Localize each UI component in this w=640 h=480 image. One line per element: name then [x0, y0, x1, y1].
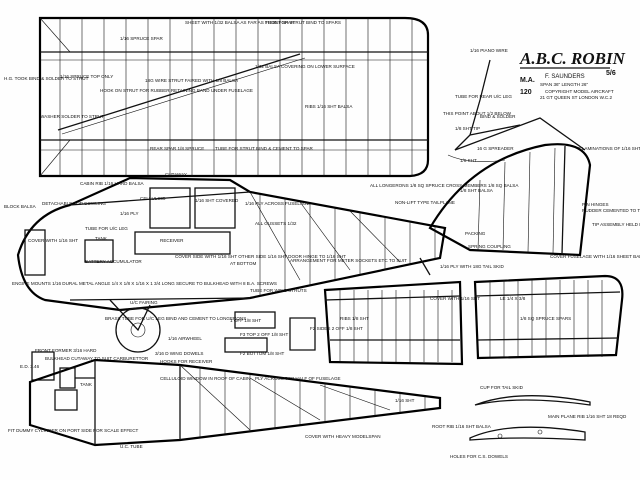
annotation-label: AT BOTTOM: [230, 261, 256, 266]
annotation-label: 3/16 D WING DOWELS: [155, 351, 204, 356]
annotation-label: 1/16 SHT: [395, 398, 415, 403]
annotation-label: COVER FUSELAGE WITH 1/16 SHEET BALSA: [550, 254, 640, 259]
annotation-label: RIBS 1/8 SHT: [340, 316, 369, 321]
annotation-label: COVER WITH HEAVY MODELSPAN: [305, 434, 381, 439]
annotation-label: TUBE FOR WING STRUTS: [250, 288, 307, 293]
designer-name: F. SAUNDERS: [545, 74, 585, 80]
annotation-label: WASHER SOLDER TO STRUT: [40, 114, 104, 119]
rib-templates: [469, 395, 591, 441]
annotation-label: TUBE FOR STRUT BIND TO SPARS: [265, 20, 341, 25]
annotation-label: F2 SIDES 2 OFF 1/8 SHT: [310, 326, 363, 331]
annotation-label: F2 BOTTOM 1/8 SHT: [240, 351, 285, 356]
rudder-fin: [428, 143, 592, 257]
annotation-label: COVER SIDE WITH 1/16 SHT OTHER SIDE 1/16…: [175, 254, 346, 259]
annotation-label: HOLES FOR C.S. DOWELS: [450, 454, 508, 459]
annotation-label: 1/16 PLY: [120, 211, 139, 216]
annotation-label: REAR SPAR 1/8 SPRUCE: [150, 146, 204, 151]
annotation-label: 1/16 AIRWHEEL: [168, 336, 202, 341]
annotation-label: BULKHEAD CUTAWAY TO SUIT CARBURETTOR: [45, 356, 149, 361]
annotation-label: ROOT RIB 1/16 SHT BALSA: [432, 424, 492, 429]
span-length: SPAN 36" LENGTH 26": [540, 82, 588, 87]
annotation-label: TANK: [80, 382, 93, 387]
annotation-label: SHEET WITH 1/32 BALSA AS FAR AS FRONT SP…: [185, 20, 295, 25]
annotation-label: CUP FOR TAIL SKID: [480, 385, 524, 390]
annotation-label: PIN HINGES: [582, 202, 609, 207]
annotation-label: 1/16 PLY WITH 18G TAIL SKID: [440, 264, 505, 269]
annotation-label: F3 TOP 2 OFF 1/8 SHT: [240, 332, 288, 337]
annotation-label: NON-LIFT TYPE TAILPLANE: [395, 200, 455, 205]
annotation-label: MAIN PLANE RIB 1/16 SHT 18 REQD: [548, 414, 627, 419]
annotation-label: ALL GUSSETS 1/32: [255, 221, 297, 226]
annotation-label: HOOK ON STRUT FOR RUBBER RETAINING BAND …: [100, 88, 253, 93]
annotation-label: THIS POINT ABOUT 1/2 BELOW: [443, 111, 512, 116]
tailplane-plan: [323, 274, 624, 366]
annotation-label: CABIN RIB 1/16 HARD BALSA: [80, 181, 145, 186]
ma-number: 120: [520, 89, 532, 96]
annotation-label: TIP ASSEMBLY HELD BY RUBBER BAND: [592, 222, 640, 227]
wing-plan-view: [38, 16, 430, 178]
ma-label: M.A.: [520, 77, 535, 84]
annotation-label: 1/16 PIANO WIRE: [470, 48, 508, 53]
title-block: A.B.C. ROBIN M.A. 120 5/6 F. SAUNDERS SP…: [519, 49, 626, 100]
annotation-label: TUBE FOR STRUT BIND & CEMENT TO SPAR: [215, 146, 314, 151]
annotation-label: 1/8 SHT TIP: [455, 126, 480, 131]
annotation-label: U.C. TUBE: [120, 444, 143, 449]
annotation-label: TUBE FOR REAR U/C LEG: [455, 94, 512, 99]
annotation-label: RUDDER CEMENTED TO TAIL PLANE: [582, 208, 640, 213]
annotation-label: 1/8 SHT BALSA: [460, 188, 494, 193]
annotation-label: 1/16 SPRUCE SPAR: [120, 36, 163, 41]
annotation-label: 2 LAMINATIONS OF 1/16 SHT: [578, 146, 640, 151]
annotation-label: E.D. 3.46: [20, 364, 40, 369]
annotation-label: FRONT FORMER 3/16 HARD: [35, 348, 97, 353]
annotation-label: BRASS TUBE FOR U/C LEG BIND AND CEMENT T…: [105, 316, 246, 321]
annotation-label: 1/32 BALSA COVERING ON LOWER SURFACE: [255, 64, 355, 69]
annotation-label: COVER WITH 1/16 SHT: [430, 296, 480, 301]
annotation-label: COVER WITH 1/16 SHT: [28, 238, 78, 243]
annotation-label: PLY ACROSS TOP HALF OF FUSELAGE: [255, 376, 341, 381]
annotation-label: CUTAWAY: [165, 172, 187, 177]
plan-annotations: 1/16 SPRUCE SPAR SHEET WITH 1/32 BALSA AS…: [4, 20, 640, 459]
annotation-label: 1/8 SHT: [460, 158, 477, 163]
fuselage-side-view: [16, 176, 447, 353]
fuselage-formers: [31, 311, 316, 381]
plan-title: A.B.C. ROBIN: [519, 49, 626, 68]
annotation-label: 1 OFF 1/8 SHT: [230, 318, 261, 323]
annotation-label: BATTERY ACCUMULATOR: [85, 259, 142, 264]
annotation-label: BIND & SOLDER: [480, 114, 516, 119]
fuselage-plan-view: [28, 358, 442, 447]
annotation-label: U/C FAIRING: [130, 300, 158, 305]
annotation-label: 18G WIRE STRUT FAIRED WITH 1/8 BALSA: [145, 78, 239, 83]
annotation-label: RECEIVER: [160, 238, 184, 243]
plan-price: 5/6: [606, 70, 616, 77]
annotation-label: 1/16 PLY ACROSS FUSELAGE: [245, 201, 310, 206]
annotation-label: HOOKS FOR RECEIVER: [160, 359, 213, 364]
annotation-label: ENGINE MOUNTS 1/16 DURAL METAL ANGLE 1/4…: [12, 281, 277, 286]
annotation-label: RIBS 1/16 SHT BALSA: [305, 104, 353, 109]
annotation-label: 1/16 SHT COVERED: [195, 198, 239, 203]
copyright-line-2: 21 GT QUEEN ST LONDON W.C.2: [540, 95, 613, 100]
annotation-label: ALL LONGERONS 1/8 SQ SPRUCE CROSS MEMBER…: [370, 183, 519, 188]
annotation-label: BLOCK BALSA: [4, 204, 37, 209]
annotation-label: CELLULOID: [140, 196, 166, 201]
annotation-label: 16 G SPREADER: [477, 146, 514, 151]
annotation-label: SPRING COUPLING: [468, 244, 511, 249]
annotation-label: 1/8 SQ SPRUCE SPARS: [520, 316, 571, 321]
annotation-label: CELLULOID WINDOW IN ROOF OF CABIN: [160, 376, 250, 381]
annotation-label: H.G. TOOK BIND & SOLDER TO STRUT: [4, 76, 89, 81]
copyright-line-1: COPYRIGHT MODEL AIRCRAFT: [545, 89, 614, 94]
annotation-label: LE 1/4 x 3/8: [500, 296, 526, 301]
annotation-label: TUBE FOR U/C LEG: [85, 226, 128, 231]
annotation-label: TANK: [95, 236, 108, 241]
annotation-label: FIT DUMMY CYLINDER ON PORT SIDE FOR SCAL…: [8, 428, 139, 433]
annotation-label: PACKING: [465, 231, 486, 236]
annotation-label: DETACHABLE TOP COWLING: [42, 201, 106, 206]
annotation-label: ARRANGEMENT FOR METER SOCKETS ETC TO SUI…: [290, 258, 407, 263]
annotation-label: 1/16 SPRUCE TOP ONLY: [60, 74, 113, 79]
